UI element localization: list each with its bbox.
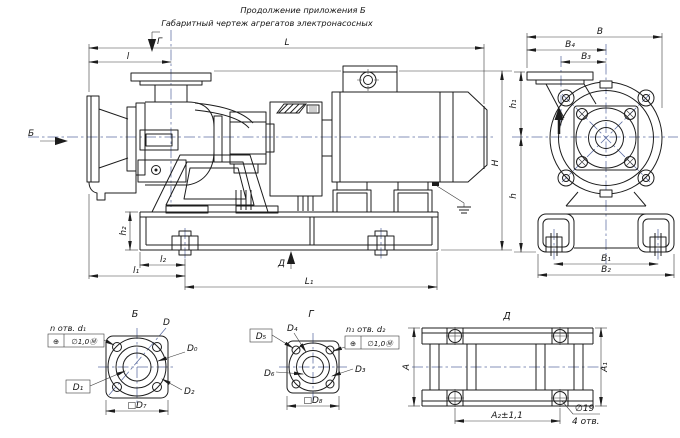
dim-D8: □D₈ [303, 396, 322, 406]
dim-l1: l₁ [133, 266, 140, 276]
dim-A: A [402, 364, 412, 371]
centerlines-end [512, 44, 678, 264]
dim-h2: h₂ [119, 226, 129, 236]
foundation-bolt-end-left [545, 233, 563, 256]
position-tolerance-value-b: ∅1,0Ⓜ [71, 337, 98, 346]
title-block: Продолжение приложения Б Габаритный черт… [161, 5, 372, 28]
position-tolerance-value-g: ∅1,0Ⓜ [367, 339, 394, 348]
bearing-bracket [213, 111, 275, 174]
dim-A1: A₁ [600, 362, 610, 373]
seal-plate [573, 105, 639, 171]
frame-holes [446, 327, 569, 407]
base-frame [139, 211, 439, 256]
detail-view-b: Б ⊕ ∅1,0Ⓜ n отв. d₁ [47, 309, 198, 415]
hole-diameter-label: ∅19 [575, 404, 595, 414]
dim-A2: A₂±1,1 [490, 411, 523, 421]
drain-plug [599, 189, 613, 198]
dim-h: h [509, 193, 519, 199]
centerlines-side [28, 30, 496, 259]
dim-D4: D₄ [287, 324, 298, 334]
dim-D1: D₁ [73, 383, 84, 393]
dim-l2: l₂ [160, 255, 167, 265]
detail-d-title: Д [502, 311, 510, 322]
view-label-g: Г [157, 37, 163, 47]
leaders-b: D D₀ D₁ D₂ [65, 318, 198, 397]
dimensions-d: A A₁ A₂±1,1 ∅19 4 отв. [402, 327, 610, 427]
tolerance-frame-g: ⊕ ∅1,0Ⓜ n₁ отв. d₂ [332, 324, 400, 352]
motor-foot-right [393, 181, 433, 213]
position-tolerance-symbol-g: ⊕ [350, 339, 356, 348]
dim-D0: D₀ [187, 344, 198, 354]
base-frame-end [537, 191, 675, 256]
ground-terminal [432, 182, 439, 186]
holes-note-b: n отв. d₁ [50, 323, 86, 333]
dimensions-side: Б Г Д L l H h₂ l₂ l₁ L₁ [28, 31, 512, 290]
dim-h1: h₁ [509, 99, 519, 109]
flange-bolts-end [576, 108, 636, 168]
dim-B1: B₁ [601, 254, 611, 264]
position-tolerance-symbol-b: ⊕ [53, 337, 59, 346]
dim-H: H [491, 159, 501, 166]
foundation-bolt-end-right [649, 233, 667, 256]
dim-D3: D₃ [355, 365, 366, 375]
hole-count-label: 4 отв. [572, 417, 600, 427]
dim-B: B [597, 27, 603, 37]
detail-g-title: Г [308, 309, 314, 320]
dim-B2: B₂ [601, 265, 611, 275]
holes-note-g: n₁ отв. d₂ [346, 324, 386, 334]
dim-B3: B₃ [581, 52, 591, 62]
casing-lugs [557, 89, 655, 187]
dimensions-end: B B₄ B₃ h₁ h B₁ B₂ [509, 27, 675, 278]
flange-face-b [105, 335, 169, 399]
centerlines-detail-g [279, 333, 347, 401]
main-side-view: Б Г Д L l H h₂ l₂ l₁ L₁ [28, 30, 512, 290]
frame-bottom-view [421, 327, 594, 407]
coupling-guard [269, 101, 333, 197]
nameplate-hatch [275, 103, 308, 114]
dim-D2: D₂ [184, 387, 195, 397]
title-line-1: Продолжение приложения Б [240, 5, 366, 15]
dim-B4: B₄ [565, 40, 575, 50]
discharge-flange [130, 72, 212, 102]
detail-b-title: Б [132, 309, 139, 320]
view-label-b: Б [28, 129, 34, 139]
foundation-bolt-right [367, 230, 395, 256]
centerlines-detail-b [98, 327, 176, 406]
vent-plug [599, 80, 613, 89]
terminal-box [342, 65, 398, 93]
electric-motor [331, 65, 488, 213]
suction-flange [86, 95, 137, 201]
dim-D7: □D₇ [127, 401, 146, 411]
title-line-2: Габаритный чертеж агрегатов электронасос… [161, 18, 372, 28]
view-label-d: Д [277, 259, 285, 269]
fan-cover [453, 91, 488, 183]
end-view: B B₄ B₃ h₁ h B₁ B₂ [509, 27, 678, 278]
pump-casing-end [549, 80, 663, 198]
dim-D5: D₅ [256, 332, 267, 342]
tolerance-frame-b: ⊕ ∅1,0Ⓜ n отв. d₁ [47, 323, 115, 348]
dim-D: D [163, 318, 170, 328]
dim-L: L [284, 38, 289, 48]
foundation-bolt-left [171, 230, 199, 256]
ground-symbol [436, 185, 471, 214]
dim-D6: D₆ [264, 369, 275, 379]
flow-arrow [554, 107, 564, 134]
leaders-g: D₄ D₅ D₆ D₃ [249, 324, 366, 379]
motor-foot-left [332, 181, 372, 213]
discharge-flange-end [526, 71, 597, 119]
dim-L1: L₁ [305, 277, 314, 287]
dimension-D7: □D₇ [105, 400, 169, 415]
detail-view-d: Д A A₁ A₂±1,1 [402, 311, 610, 427]
detail-view-g: Г ⊕ ∅1,0Ⓜ n₁ отв. d₂ [249, 309, 400, 410]
dimension-D8: □D₈ [286, 396, 340, 410]
dim-l: l [127, 52, 130, 62]
